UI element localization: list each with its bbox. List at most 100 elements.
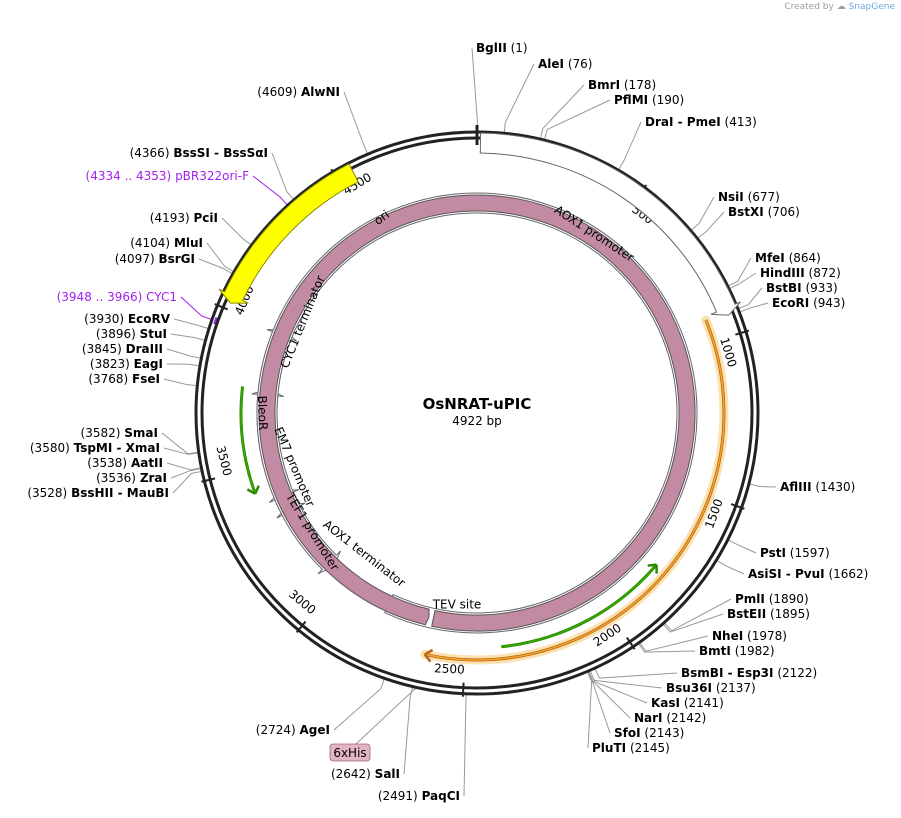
site-leader-line: [589, 671, 663, 689]
site-position: (2122): [777, 666, 817, 680]
site-leader-line: [738, 287, 763, 309]
site-leader-line: [166, 462, 201, 471]
site-position: (2145): [630, 741, 670, 755]
site-leader-line: [587, 671, 611, 734]
site-position: (2491): [378, 789, 418, 803]
site-name: DraI - PmeI: [645, 115, 721, 129]
site-position: (1978): [747, 629, 787, 643]
tick-mark: [461, 682, 465, 697]
site-label: BstXI (706): [728, 205, 800, 219]
center-title: OsNRAT-uPIC 4922 bp: [423, 395, 532, 428]
site-leader-line: [618, 121, 642, 170]
site-label: AflIII (1430): [780, 480, 855, 494]
site-label: NarI (2142): [634, 711, 706, 725]
orf-orange-arc-inner: [424, 319, 725, 661]
site-name: NheI: [712, 629, 743, 643]
site-leader-line: [728, 539, 757, 554]
site-name: AlwNI: [301, 85, 340, 99]
site-position: (706): [768, 205, 800, 219]
site-leader-line: [170, 333, 205, 341]
primer-leader-line: [180, 296, 212, 320]
site-name: EcoRI: [772, 296, 809, 310]
site-position: (4097): [115, 252, 155, 266]
site-label: (3528) BssHII - MauBI: [27, 486, 169, 500]
site-label: AleI (76): [538, 57, 592, 71]
orf-green-1-arrowhead: [647, 563, 658, 574]
site-leader-line: [717, 560, 745, 575]
site-label: (3768) FseI: [88, 372, 160, 386]
site-name: DraIII: [126, 342, 163, 356]
site-leader-line: [749, 483, 777, 488]
site-label: BmtI (1982): [699, 644, 775, 658]
site-name: BmrI: [588, 78, 620, 92]
site-name: TspMI - XmaI: [74, 441, 160, 455]
tick-mark: [735, 329, 750, 336]
site-position: (1662): [828, 567, 868, 581]
site-leader-line: [206, 242, 234, 272]
primer-label: (3948 .. 3966) CYC1: [57, 290, 177, 304]
site-leader-line: [503, 63, 535, 133]
site-leader-line: [343, 91, 368, 154]
site-name: AgeI: [300, 723, 330, 737]
site-position: (933): [805, 281, 837, 295]
site-name: AatII: [131, 456, 163, 470]
site-name: MfeI: [755, 251, 785, 265]
site-position: (3930): [84, 312, 124, 326]
site-label: (2642) SalI: [331, 767, 400, 781]
site-label: BmrI (178): [588, 78, 656, 92]
site-name: BsrGI: [158, 252, 195, 266]
site-label: BsmBI - Esp3I (2122): [681, 666, 817, 680]
his-tag-label: 6xHis: [333, 746, 366, 760]
site-leader-line: [471, 47, 478, 132]
site-position: (2142): [666, 711, 706, 725]
site-label: (3582) SmaI: [81, 426, 158, 440]
site-position: (178): [624, 78, 656, 92]
site-label: BstBI (933): [766, 281, 838, 295]
site-label: HindIII (872): [760, 266, 841, 280]
site-position: (4366): [130, 146, 170, 160]
site-name: BstXI: [728, 205, 764, 219]
site-label: (4104) MluI: [130, 236, 203, 250]
site-name: NsiI: [718, 190, 744, 204]
site-position: (190): [652, 93, 684, 107]
site-position: (943): [813, 296, 845, 310]
site-leader-line: [170, 468, 201, 479]
site-position: (2143): [644, 726, 684, 740]
site-label: Bsu36I (2137): [666, 681, 756, 695]
site-position: (4104): [130, 236, 170, 250]
site-name: AsiSI - PvuI: [748, 567, 825, 581]
credit-brand: SnapGene: [848, 2, 895, 12]
site-position: (3536): [96, 471, 136, 485]
orf-arcs: [239, 315, 729, 665]
site-label: KasI (2141): [651, 696, 724, 710]
site-name: KasI: [651, 696, 680, 710]
site-name: PluTI: [592, 741, 626, 755]
site-name: SfoI: [614, 726, 641, 740]
site-position: (1890): [769, 592, 809, 606]
primer-position: (3948 .. 3966): [57, 290, 143, 304]
site-name: PaqCI: [422, 789, 460, 803]
site-leader-line: [729, 272, 757, 289]
site-label: (3536) ZraI: [96, 471, 167, 485]
primer-name: pBR322ori-F: [175, 169, 249, 183]
plasmid-size: 4922 bp: [452, 414, 502, 428]
site-label: (2491) PaqCI: [378, 789, 460, 803]
site-position: (3823): [90, 357, 130, 371]
site-name: BstBI: [766, 281, 802, 295]
site-position: (3768): [88, 372, 128, 386]
snapgene-credit: Created by ☁ SnapGene: [784, 2, 895, 12]
site-position: (864): [789, 251, 821, 265]
site-position: (4193): [150, 211, 190, 225]
site-leader-line: [728, 257, 752, 287]
site-leader-line: [163, 378, 197, 387]
primer-position: (4334 .. 4353): [86, 169, 172, 183]
site-label: (3580) TspMI - XmaI: [30, 441, 160, 455]
site-label: (4097) BsrGI: [115, 252, 195, 266]
site-position: (76): [568, 57, 593, 71]
site-name: FseI: [132, 372, 160, 386]
site-position: (1895): [770, 607, 810, 621]
site-position: (3845): [82, 342, 122, 356]
site-position: (1597): [790, 546, 830, 560]
